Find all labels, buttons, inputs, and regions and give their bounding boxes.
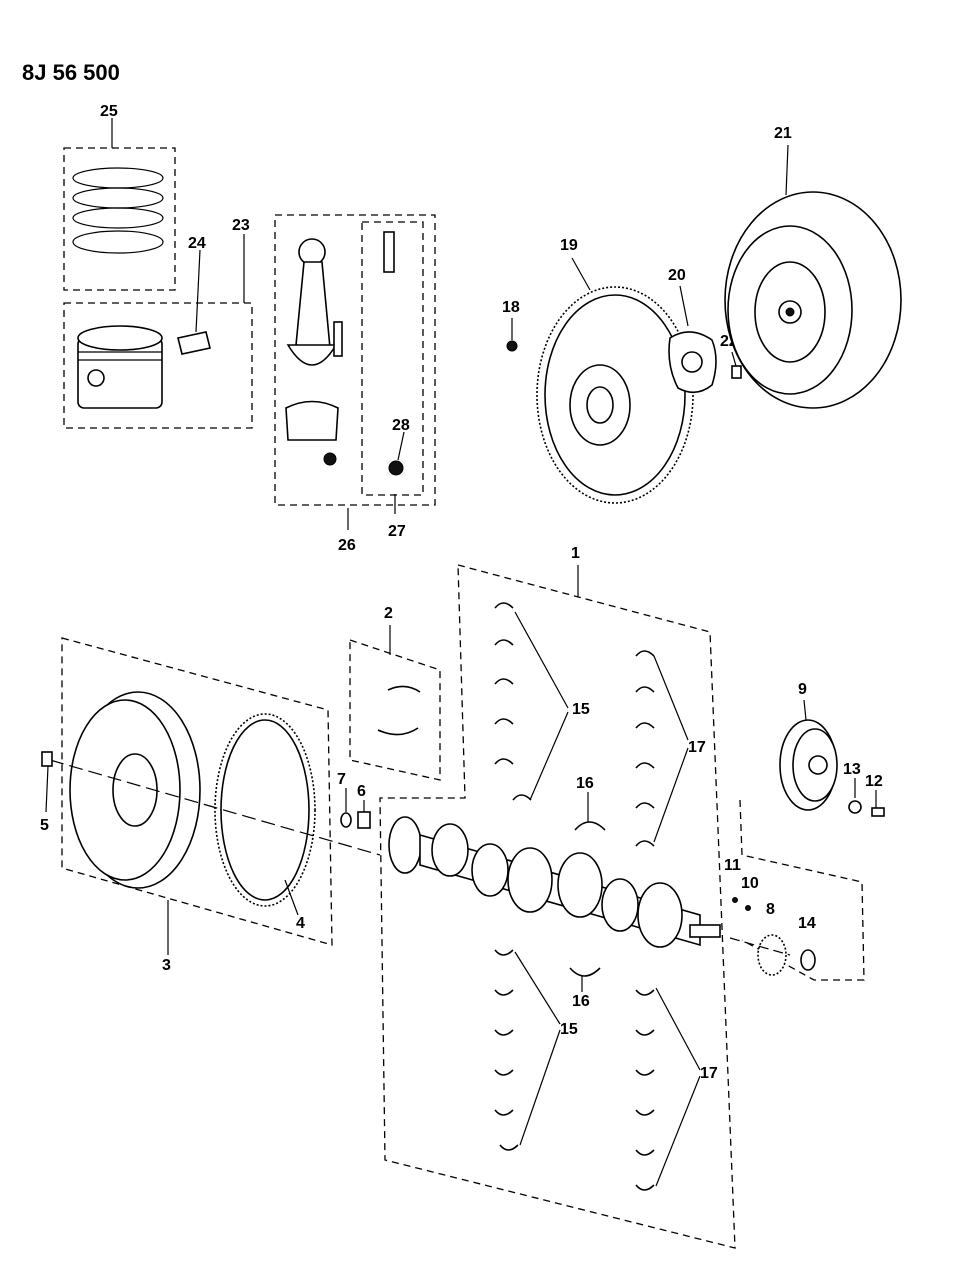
thrust-washer-set [349,625,441,781]
flywheel-assembly [41,637,381,955]
callout-12: 12 [865,773,883,790]
callout-16-lower: 16 [572,993,590,1010]
piston-assembly [63,234,253,429]
main-bearing-lower-right [635,987,701,1191]
thrust-bearing-lower [569,967,601,977]
flexplate-assembly [506,257,742,504]
callout-17-lower: 17 [700,1065,718,1082]
callout-2: 2 [384,605,393,622]
main-bearing-upper-left [494,602,569,801]
callout-5: 5 [40,817,49,834]
callout-24: 24 [188,235,206,252]
callout-4: 4 [296,915,305,932]
callout-1: 1 [571,545,580,562]
main-bearing-lower-left [494,949,561,1151]
callout-6: 6 [357,783,366,800]
callout-25: 25 [100,103,118,120]
callout-3: 3 [162,957,171,974]
callout-7: 7 [337,771,346,788]
callout-15-lower: 15 [560,1021,578,1038]
torque-converter [724,144,902,409]
callout-13: 13 [843,761,861,778]
callout-23: 23 [232,217,250,234]
callout-21: 21 [774,125,792,142]
vibration-damper-assembly [729,699,885,981]
callout-17-upper: 17 [688,739,706,756]
callout-27: 27 [388,523,406,540]
diagram-id: 8J 56 500 [22,60,120,85]
callout-20: 20 [668,267,686,284]
callout-10: 10 [741,875,759,892]
callout-9: 9 [798,681,807,698]
callout-19: 19 [560,237,578,254]
connecting-rod-assembly [274,214,436,530]
callout-15-upper: 15 [572,701,590,718]
callout-11: 11 [724,857,741,874]
crankshaft [388,816,721,948]
pilot-bushing [340,788,371,829]
callout-16-upper: 16 [576,775,594,792]
main-group-box [379,564,736,1249]
callout-26: 26 [338,537,356,554]
callout-14: 14 [798,915,816,932]
main-bearing-upper-right [635,650,689,847]
callout-28: 28 [392,417,410,434]
piston-ring-set [63,118,176,291]
thrust-bearing-upper [574,821,606,831]
callout-18: 18 [502,299,520,316]
callout-8: 8 [766,901,775,918]
